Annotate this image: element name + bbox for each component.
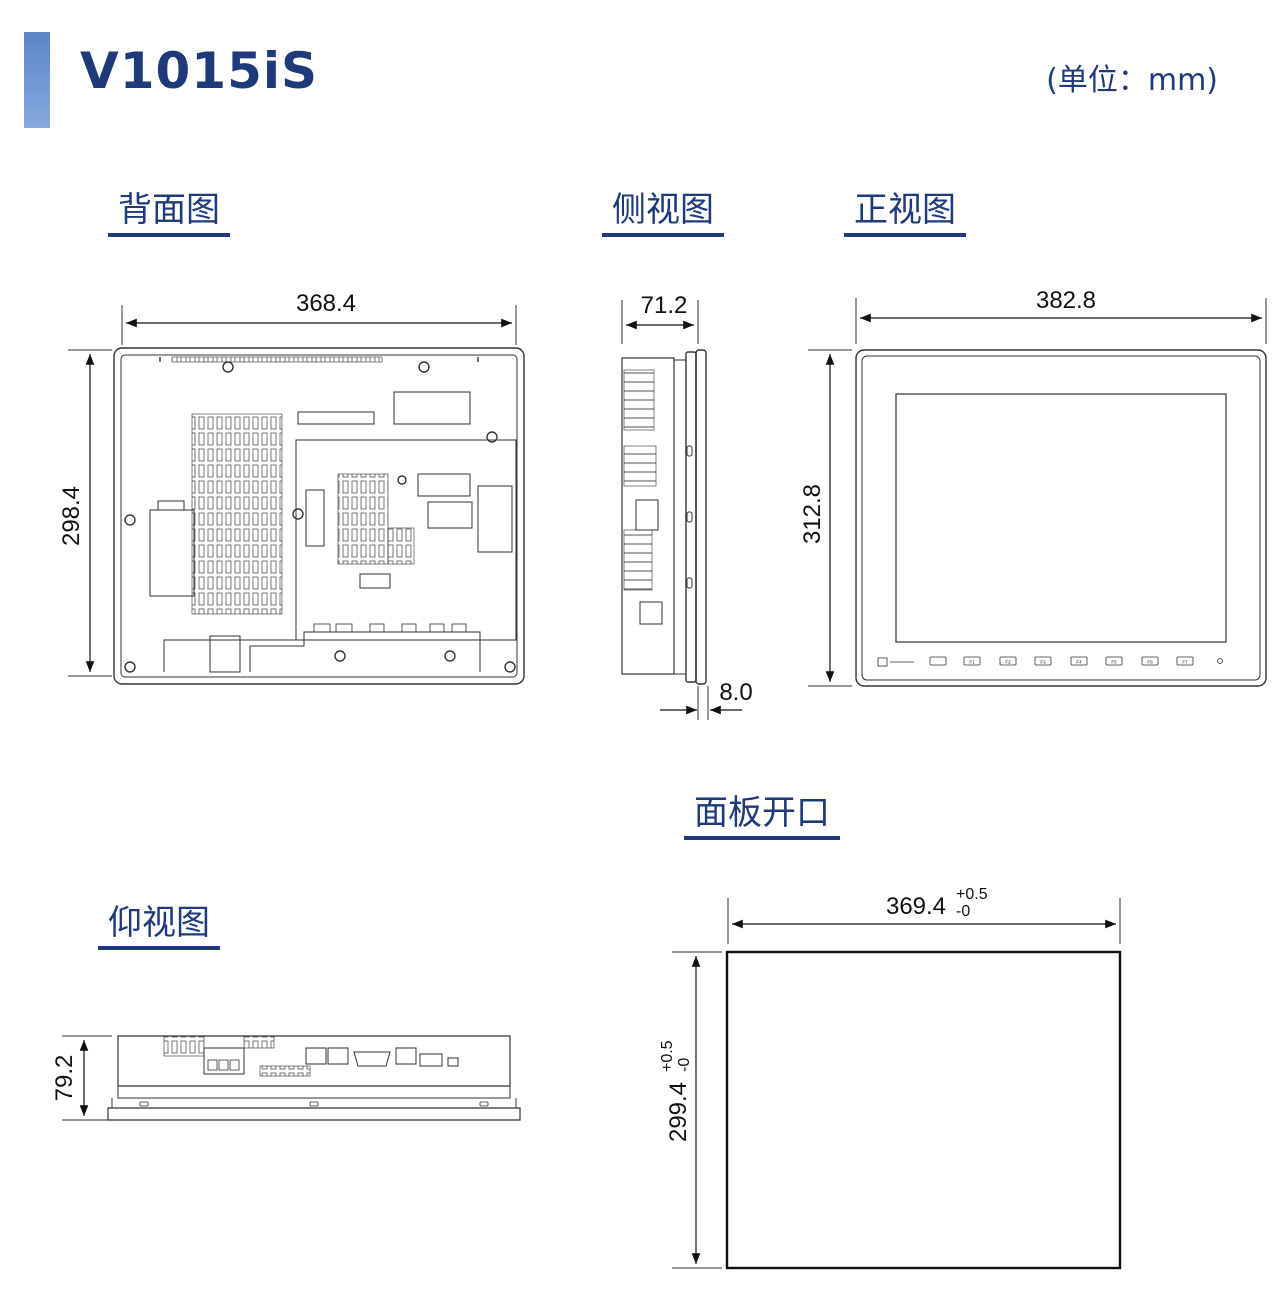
bottom-view-title: 仰视图 — [98, 906, 220, 950]
front-key-f6: F6 — [1147, 660, 1153, 665]
back-view — [68, 305, 525, 685]
front-key-f1: F1 — [969, 660, 975, 665]
side-view — [621, 300, 742, 720]
bottom-height-dimension: 79.2 — [51, 1055, 78, 1102]
front-key-f3: F3 — [1040, 660, 1046, 665]
front-width-dimension: 382.8 — [1036, 287, 1096, 314]
cutout-width-tol-plus: +0.5 — [956, 886, 988, 903]
side-view-title: 侧视图 — [602, 193, 724, 237]
unit-label: (单位：mm) — [1046, 63, 1218, 98]
front-view — [808, 298, 1267, 687]
front-height-dimension: 312.8 — [799, 484, 826, 544]
bottom-view — [62, 1035, 521, 1121]
back-view-title: 背面图 — [108, 193, 230, 237]
side-bezel-dimension: 8.0 — [719, 679, 752, 706]
page-title: V1015iS — [80, 42, 319, 100]
front-key-f5: F5 — [1111, 660, 1117, 665]
front-key-f4: F4 — [1076, 660, 1082, 665]
cutout-width-dimension: 369.4 — [886, 893, 946, 920]
cutout-height-dimension: 299.4 — [665, 1082, 692, 1142]
cutout-height-tol-plus: +0.5 — [659, 1040, 676, 1072]
front-key-f2: F2 — [1005, 660, 1011, 665]
cutout-title: 面板开口 — [684, 796, 840, 840]
back-width-dimension: 368.4 — [296, 290, 356, 317]
front-view-title: 正视图 — [844, 193, 966, 237]
title-accent-bar — [24, 32, 50, 128]
side-depth-dimension: 71.2 — [641, 292, 688, 319]
cutout-width-tol-minus: -0 — [956, 903, 970, 920]
front-key-f7: F7 — [1182, 660, 1188, 665]
back-height-dimension: 298.4 — [58, 486, 85, 546]
front-function-keys: F1 F2 F3 F4 F5 F6 F7 — [963, 656, 1194, 666]
panel-cutout — [672, 898, 1122, 1270]
cutout-height-tol-minus: -0 — [676, 1058, 693, 1072]
